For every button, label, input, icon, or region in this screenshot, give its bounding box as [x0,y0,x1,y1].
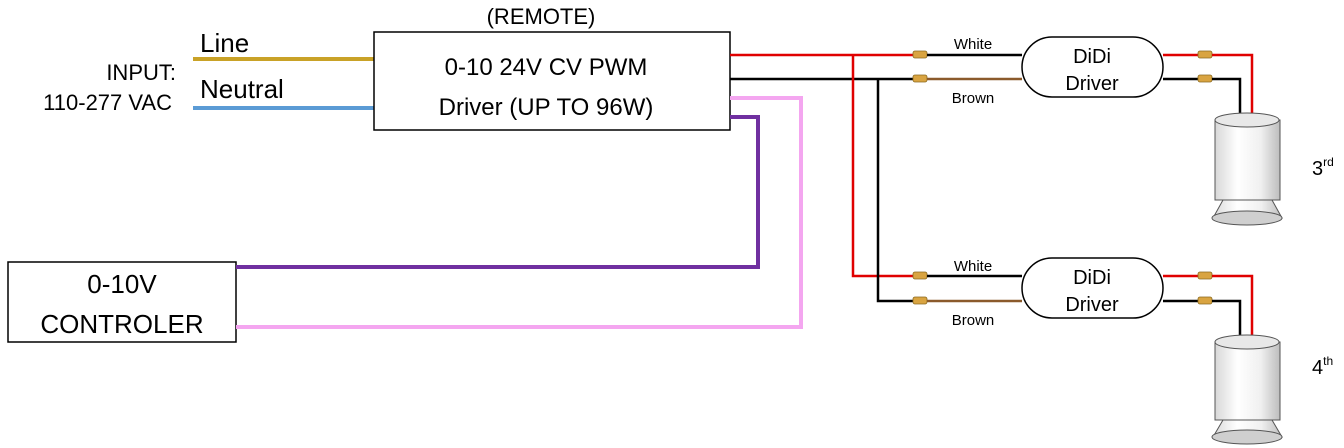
line-label: Line [200,28,249,58]
didi-driver-line2: Driver [1065,294,1119,316]
remote-driver-line1: 0-10 24V CV PWM [445,54,648,81]
input-voltage: 110-277 VAC [43,90,172,115]
dc-positive-branch [851,55,915,278]
wire-connector [912,74,928,83]
wire-connector [1197,271,1213,280]
wire-connector [912,271,928,280]
input-label: INPUT: [106,60,176,85]
branch-3rd: White Brown DiDi Driver 3rd [912,36,1334,226]
fixture-number: 3rd [1312,155,1334,180]
dim-negative-wire [236,96,803,329]
dc-negative-branch [876,79,915,303]
led-fixture-icon [1211,112,1283,226]
fixture-positive-lead [1212,274,1254,336]
brown-wire-label: Brown [952,312,995,329]
didi-driver-box [1021,36,1164,98]
wire-connector [1197,50,1213,59]
white-wire-label: White [954,36,992,53]
dim-positive-wire [236,115,760,269]
controller-line2: CONTROLER [40,309,203,339]
didi-driver-line2: Driver [1065,73,1119,95]
controller-line1: 0-10V [87,269,157,299]
fixture-negative-lead [1212,77,1242,115]
controller-box [7,261,237,343]
didi-driver-line1: DiDi [1073,267,1111,289]
wire-connector [1197,296,1213,305]
fixture-positive-lead [1212,53,1254,115]
led-fixture-icon [1211,334,1283,445]
didi-driver-line1: DiDi [1073,46,1111,68]
branch-4th: White Brown DiDi Driver 4th [912,257,1333,445]
remote-driver-line2: Driver (UP TO 96W) [439,94,654,121]
wire-connector [1197,74,1213,83]
wire-connector [912,296,928,305]
neutral-label: Neutral [200,74,284,104]
wire-connector [912,50,928,59]
fixture-number: 4th [1312,354,1333,379]
remote-driver-box [373,31,731,131]
white-wire-label: White [954,258,992,275]
fixture-negative-lead [1212,299,1242,336]
brown-wire-label: Brown [952,90,995,107]
remote-label: (REMOTE) [487,4,596,29]
didi-driver-box [1021,257,1164,319]
